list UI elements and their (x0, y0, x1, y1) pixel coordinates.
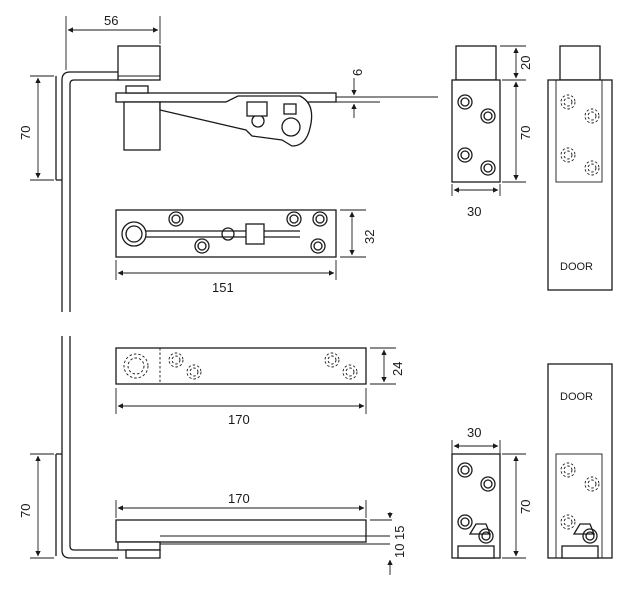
dim-label-24: 24 (390, 362, 405, 376)
bottom-plate-plan (115, 347, 367, 385)
dim-right-bottom-width: 30 (451, 425, 501, 454)
dim-top-height: 70 (18, 75, 54, 181)
fitting-cap (455, 45, 497, 81)
top-arm (159, 95, 313, 147)
dim-top-offset: 56 (65, 13, 161, 70)
dim-label-70-right-top: 70 (518, 126, 533, 140)
dim-label-32: 32 (362, 230, 377, 244)
dim-label-151: 151 (212, 280, 234, 295)
door-top-cap (559, 45, 601, 81)
dim-right-top-vertical: 20 70 (500, 45, 533, 183)
door-top-view: DOOR (547, 45, 613, 291)
dim-label-15: 15 (392, 526, 407, 540)
bottom-plate-outline (115, 347, 367, 385)
frame-outer-line-bottom (61, 336, 118, 559)
dim-right-bottom-height: 70 (502, 453, 533, 559)
fitting-body-bottom (451, 453, 501, 559)
dim-bottom-arm-length: 170 (115, 491, 367, 518)
dim-label-6: 6 (350, 69, 365, 76)
right-top-fitting (451, 45, 501, 183)
top-cap-block (117, 45, 161, 81)
dim-right-top-width: 30 (451, 184, 501, 219)
dim-label-70-top: 70 (18, 126, 33, 140)
dim-label-56: 56 (104, 13, 118, 28)
pivot-cylinder (123, 101, 161, 151)
dim-label-10: 10 (392, 544, 407, 558)
dim-top-plate-width: 32 (340, 209, 377, 258)
dim-label-70-bottom: 70 (18, 504, 33, 518)
dim-label-70-right-bottom: 70 (518, 500, 533, 514)
top-plate-outline (115, 209, 337, 258)
dim-label-30-top: 30 (467, 204, 481, 219)
dim-label-20: 20 (518, 56, 533, 70)
door-label-top: DOOR (560, 261, 593, 273)
dim-plate-thickness: 6 (350, 69, 365, 118)
bottom-arm (115, 519, 367, 543)
dim-bottom-plate-width: 24 (370, 347, 405, 385)
door-bottom-view: DOOR (547, 363, 613, 559)
dim-bottom-thickness: 15 10 (370, 512, 407, 575)
dim-label-30-bottom: 30 (467, 425, 481, 440)
dim-label-170-upper: 170 (228, 412, 250, 427)
top-plate-plan (115, 209, 337, 258)
dim-top-plate-length: 151 (115, 260, 337, 295)
frame-inner-line (69, 79, 118, 312)
right-bottom-fitting (451, 453, 501, 559)
dim-label-170-lower: 170 (228, 491, 250, 506)
bottom-side-view (55, 336, 390, 559)
dim-bottom-height: 70 (18, 453, 54, 559)
top-side-view (55, 45, 438, 312)
door-label-bottom: DOOR (560, 391, 593, 403)
fitting-body (451, 79, 501, 183)
frame-outer-line (61, 71, 118, 312)
dim-bottom-plate-length: 170 (115, 388, 367, 427)
